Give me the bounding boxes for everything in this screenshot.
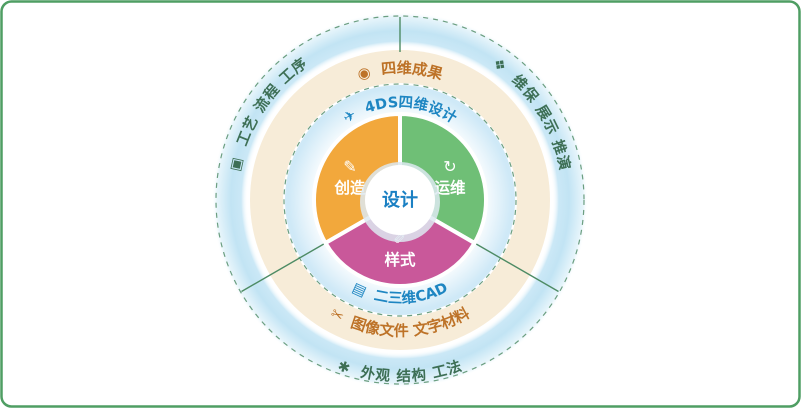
wedge-style [323, 198, 477, 289]
inner-dashed-circle [283, 83, 517, 317]
wedge-style-label: 样式 [384, 250, 416, 269]
divider-line-lower-left [241, 243, 325, 293]
center-label: 设计 [382, 189, 418, 211]
cad-window-icon: ▤ [350, 280, 369, 300]
tools-icon: ✱ [335, 358, 353, 377]
cycle-arrows-icon: ↻ [443, 157, 456, 176]
pencil-icon: ✎ [343, 157, 356, 176]
blueprint-icon: ▣ [228, 155, 247, 173]
wedge-operate-label: 运维 [434, 178, 466, 197]
outer-dashed-circle [215, 15, 585, 385]
gear-badge-icon: ◉ [355, 63, 373, 84]
wedge-create-label: 创造 [333, 178, 366, 197]
center-circle [365, 165, 435, 235]
divider-line-lower-right [475, 243, 559, 293]
